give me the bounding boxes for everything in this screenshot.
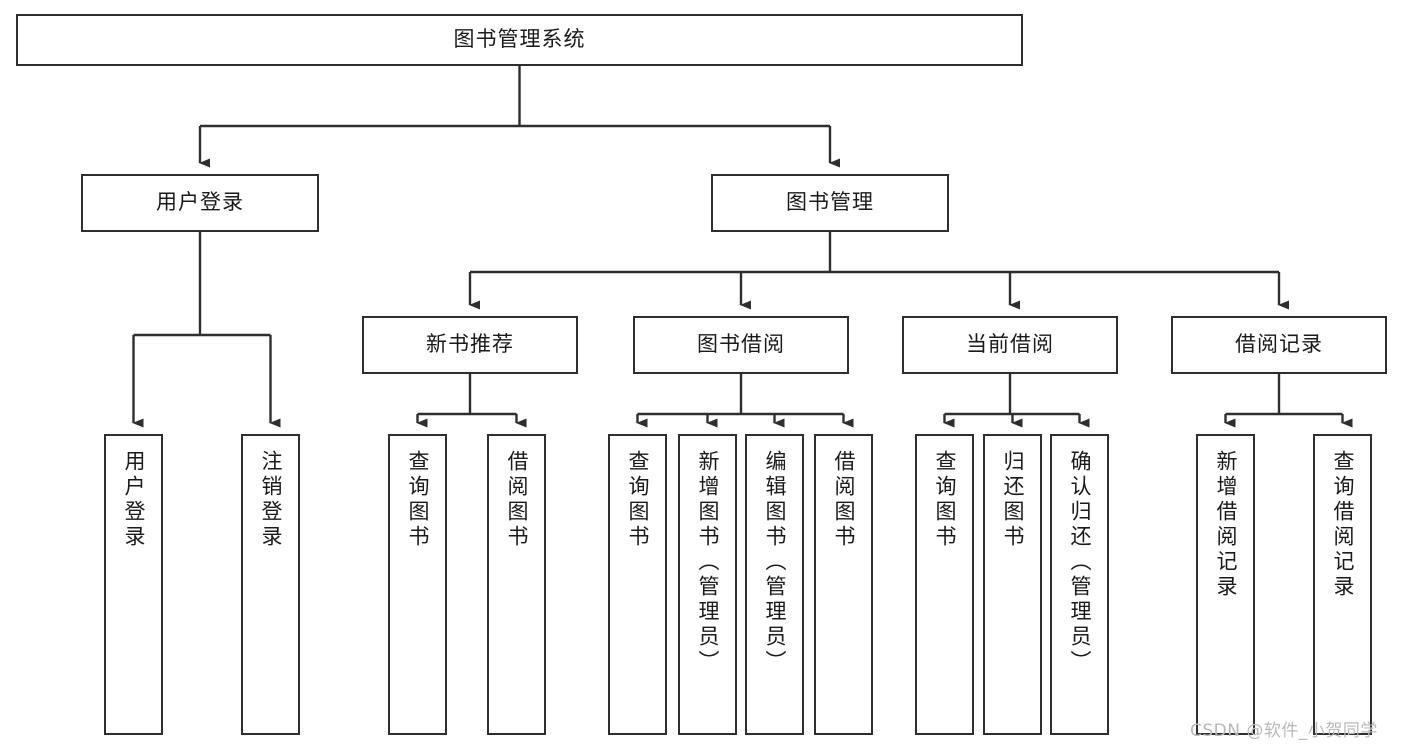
node-label-leaf-borrow-add: 新增图书（管理员） <box>696 450 720 675</box>
node-leaf-borrow-add[interactable]: 新增图书（管理员） <box>678 434 737 735</box>
node-label-leaf-borrow-query: 查询图书 <box>626 450 650 550</box>
node-label-bookmgmt: 图书管理 <box>786 190 874 215</box>
node-leaf-rec-add[interactable]: 新增借阅记录 <box>1196 434 1255 735</box>
node-label-leaf-new-borrow: 借阅图书 <box>505 450 529 550</box>
node-leaf-borrow-edit[interactable]: 编辑图书（管理员） <box>745 434 804 735</box>
node-leaf-user-login[interactable]: 用户登录 <box>104 434 163 735</box>
node-leaf-cur-query[interactable]: 查询图书 <box>915 434 974 735</box>
node-label-leaf-new-query: 查询图书 <box>406 450 430 550</box>
watermark-text: CSDN @软件_小贺同学 <box>1190 721 1378 741</box>
node-leaf-user-logout[interactable]: 注销登录 <box>241 434 300 735</box>
node-label-leaf-borrow-edit: 编辑图书（管理员） <box>763 450 787 675</box>
node-label-login: 用户登录 <box>156 190 244 215</box>
node-label-borrow: 图书借阅 <box>697 332 785 357</box>
node-label-leaf-cur-confirm: 确认归还（管理员） <box>1068 450 1092 675</box>
node-root[interactable]: 图书管理系统 <box>16 14 1023 66</box>
node-leaf-new-borrow[interactable]: 借阅图书 <box>487 434 546 735</box>
node-label-records: 借阅记录 <box>1235 332 1323 357</box>
node-login[interactable]: 用户登录 <box>81 174 319 232</box>
node-leaf-borrow-query[interactable]: 查询图书 <box>608 434 667 735</box>
node-leaf-new-query[interactable]: 查询图书 <box>388 434 447 735</box>
node-newbook[interactable]: 新书推荐 <box>362 316 578 374</box>
node-label-root: 图书管理系统 <box>453 27 586 52</box>
node-bookmgmt[interactable]: 图书管理 <box>711 174 949 232</box>
node-leaf-rec-query[interactable]: 查询借阅记录 <box>1313 434 1372 735</box>
node-leaf-cur-return[interactable]: 归还图书 <box>983 434 1042 735</box>
node-label-leaf-cur-query: 查询图书 <box>933 450 957 550</box>
node-borrow[interactable]: 图书借阅 <box>633 316 849 374</box>
node-leaf-cur-confirm[interactable]: 确认归还（管理员） <box>1050 434 1109 735</box>
node-leaf-borrow-do[interactable]: 借阅图书 <box>814 434 873 735</box>
node-label-leaf-cur-return: 归还图书 <box>1001 450 1025 550</box>
node-label-leaf-user-logout: 注销登录 <box>259 450 283 550</box>
node-current[interactable]: 当前借阅 <box>902 316 1118 374</box>
node-label-leaf-borrow-do: 借阅图书 <box>832 450 856 550</box>
node-label-leaf-rec-query: 查询借阅记录 <box>1331 450 1355 600</box>
node-label-leaf-rec-add: 新增借阅记录 <box>1214 450 1238 600</box>
node-label-leaf-user-login: 用户登录 <box>122 450 146 550</box>
node-records[interactable]: 借阅记录 <box>1171 316 1387 374</box>
node-label-current: 当前借阅 <box>966 332 1054 357</box>
node-label-newbook: 新书推荐 <box>426 332 514 357</box>
